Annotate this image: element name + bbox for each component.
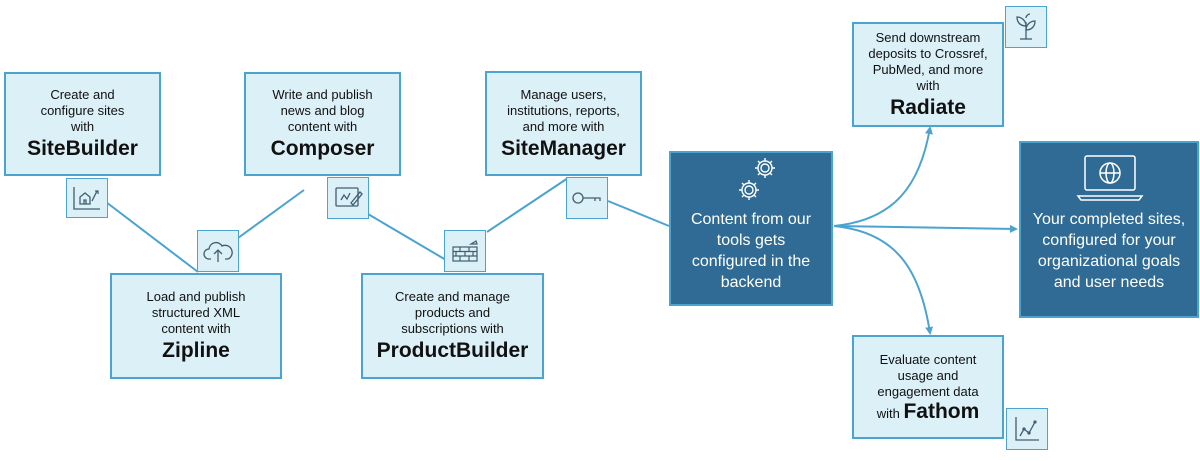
backend-text: Content from our tools gets configured i…: [690, 211, 812, 291]
fathom-icon-box: [1006, 408, 1048, 450]
brick-wall-icon: [452, 240, 478, 262]
radiate-icon-box: [1005, 6, 1047, 48]
fathom-name-line: with Fathom: [877, 400, 980, 423]
connector-sitemanager-backend: [607, 200, 670, 227]
sitebuilder-description: Create and configure sites with: [40, 87, 125, 134]
output-text: Your completed sites, configured for you…: [1032, 211, 1186, 291]
zipline-name: Zipline: [162, 339, 230, 362]
productbuilder-name: ProductBuilder: [376, 339, 529, 362]
radiate-name: Radiate: [890, 95, 966, 119]
connector-composer-productbuilder: [367, 213, 447, 261]
laptop-globe-icon: [1076, 155, 1144, 201]
gears-icon: [739, 158, 775, 200]
arrow-to-radiate: [833, 126, 933, 227]
connector-sitebuilder-zipline: [105, 201, 199, 273]
fathom-description: Evaluate content usage and engagement da…: [877, 351, 979, 399]
radiate-description: Send downstream deposits to Crossref, Pu…: [868, 29, 988, 93]
sprout-icon: [1016, 13, 1036, 40]
fathom-prefix: with: [876, 405, 900, 421]
sitemanager-name: SiteManager: [501, 136, 626, 160]
composer-description: Write and publish news and blog content …: [272, 87, 373, 134]
sitebuilder-icon-box: [66, 178, 108, 218]
productbuilder-box: Create and manage products and subscript…: [361, 273, 544, 379]
sitebuilder-name: SiteBuilder: [27, 137, 138, 160]
zipline-icon-box: [197, 230, 239, 272]
arrow-to-output: [833, 224, 1018, 233]
fathom-name: Fathom: [903, 399, 980, 423]
sitemanager-icon-box: [566, 177, 608, 219]
sitemanager-description: Manage users, institutions, reports, and…: [507, 86, 620, 134]
line-chart-icon: [1015, 417, 1039, 441]
composer-icon-box: [327, 177, 369, 219]
sitemanager-box: Manage users, institutions, reports, and…: [485, 71, 642, 176]
productbuilder-description: Create and manage products and subscript…: [395, 289, 510, 336]
zipline-box: Load and publish structured XML content …: [110, 273, 282, 379]
key-icon: [572, 192, 601, 204]
fathom-box: Evaluate content usage and engagement da…: [852, 335, 1004, 439]
radiate-box: Send downstream deposits to Crossref, Pu…: [852, 22, 1004, 127]
house-chart-icon: [73, 187, 100, 210]
sitebuilder-box: Create and configure sites with SiteBuil…: [4, 72, 161, 176]
composer-box: Write and publish news and blog content …: [244, 72, 401, 176]
document-edit-icon: [335, 187, 363, 207]
connector-zipline-composer: [237, 189, 305, 239]
productbuilder-icon-box: [444, 230, 486, 272]
backend-box: Content from our tools gets configured i…: [669, 151, 833, 306]
zipline-description: Load and publish structured XML content …: [146, 289, 246, 336]
arrow-to-fathom: [833, 225, 934, 335]
output-box: Your completed sites, configured for you…: [1019, 141, 1199, 318]
composer-name: Composer: [270, 137, 375, 160]
cloud-upload-icon: [203, 241, 233, 262]
connector-productbuilder-sitemanager: [486, 177, 569, 233]
